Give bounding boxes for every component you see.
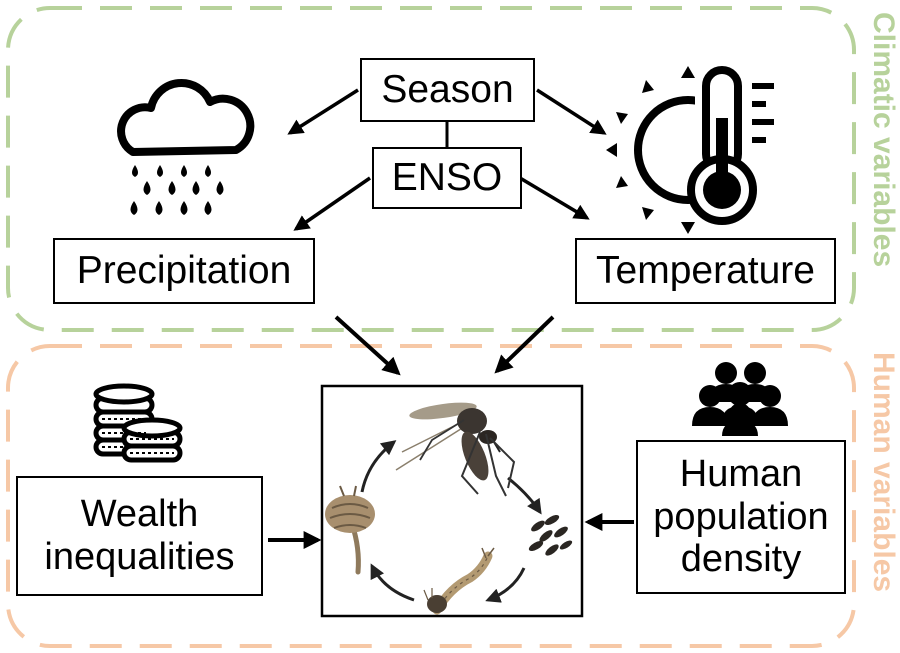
population-label-line1: Human bbox=[679, 453, 803, 496]
season-box: Season bbox=[360, 58, 535, 122]
temperature-box: Temperature bbox=[575, 238, 836, 304]
wealth-label-line2: inequalities bbox=[44, 536, 235, 578]
enso-box: ENSO bbox=[372, 147, 522, 209]
sun-thermometer-icon bbox=[606, 65, 774, 234]
human-variables-label: Human variables bbox=[867, 352, 900, 593]
climatic-group-frame bbox=[6, 6, 856, 332]
crowd-icon bbox=[692, 362, 788, 436]
population-label-line3: density bbox=[680, 538, 802, 581]
arrow-precipitation-to-center bbox=[334, 315, 401, 376]
arrow-temperature-to-center bbox=[494, 315, 555, 374]
season-label: Season bbox=[381, 68, 514, 112]
arrow-season-to-precip-icon bbox=[287, 88, 359, 135]
population-label-line2: population bbox=[653, 495, 829, 538]
rain-cloud-icon bbox=[117, 79, 255, 215]
arrow-enso-to-temperature bbox=[519, 176, 590, 220]
arrow-enso-to-precipitation bbox=[293, 176, 371, 231]
wealth-label-line1: Wealth bbox=[80, 493, 199, 536]
mosquito-life-cycle-icon bbox=[320, 384, 584, 618]
population-density-box: Human population density bbox=[636, 440, 846, 594]
climatic-variables-label: Climatic variables bbox=[867, 12, 900, 268]
wealth-inequalities-box: Wealth inequalities bbox=[16, 476, 263, 596]
enso-label: ENSO bbox=[391, 156, 503, 200]
precipitation-box: Precipitation bbox=[53, 238, 315, 304]
temperature-label: Temperature bbox=[596, 249, 815, 293]
arrow-season-to-temp-icon bbox=[536, 88, 607, 135]
coin-stacks-icon bbox=[93, 383, 183, 463]
human-group-frame bbox=[6, 344, 856, 648]
precipitation-label: Precipitation bbox=[76, 249, 292, 293]
